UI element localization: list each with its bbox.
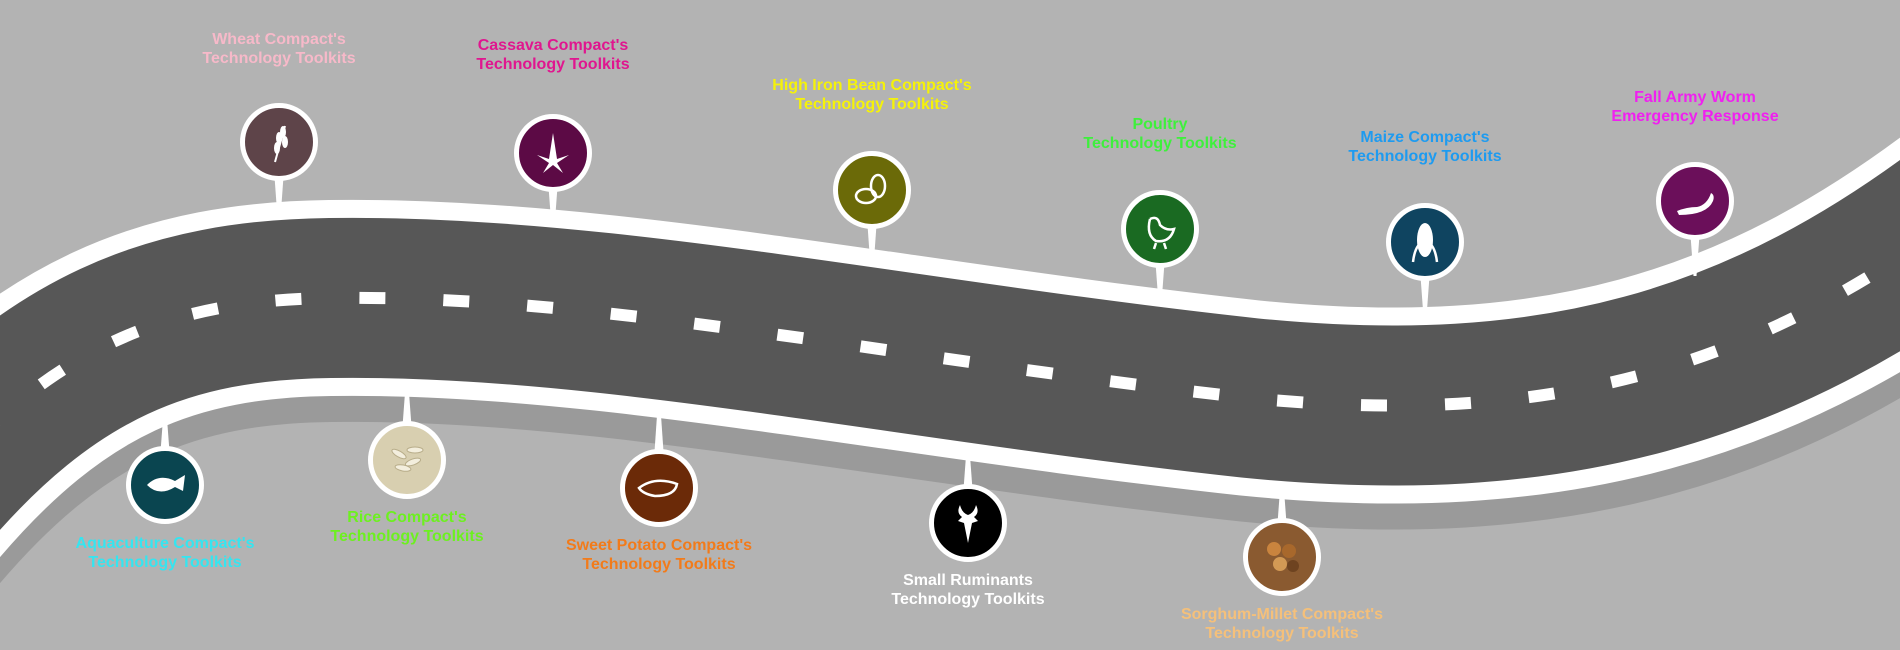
small-ruminants-circle[interactable] [929, 484, 1007, 562]
label-line1: Maize Compact's [1360, 129, 1490, 146]
label-line2: Technology Toolkits [476, 56, 630, 73]
chicken-icon [1147, 216, 1176, 250]
label-line2: Technology Toolkits [202, 50, 356, 67]
rice-circle[interactable] [368, 421, 446, 499]
sweet-potato-circle[interactable] [620, 449, 698, 527]
label-line1: Cassava Compact's [477, 37, 629, 54]
bean-icon [854, 173, 887, 205]
label-line1: Small Ruminants [903, 572, 1033, 589]
label-line2: Emergency Response [1611, 108, 1779, 125]
label-line2: Technology Toolkits [795, 96, 949, 113]
goat-icon [958, 505, 978, 543]
cassava-circle[interactable] [514, 114, 592, 192]
label-line1: High Iron Bean Compact's [772, 77, 972, 94]
label-line2: Technology Toolkits [891, 591, 1045, 608]
label-line1: Wheat Compact's [212, 31, 346, 48]
label-line1: Fall Army Worm [1634, 89, 1756, 106]
rice-grains-icon [391, 446, 424, 472]
label-line2: Technology Toolkits [1348, 148, 1502, 165]
label-line2: Technology Toolkits [1205, 625, 1359, 642]
label-line1: Aquaculture Compact's [75, 535, 255, 552]
label-line1: Sorghum-Millet Compact's [1180, 606, 1384, 623]
fish-icon [147, 475, 185, 492]
wheat-icon [274, 125, 288, 163]
label-line1: Poultry [1132, 116, 1188, 133]
sorghum-millet-circle[interactable] [1243, 518, 1321, 596]
sorghum-grains-icon [1267, 542, 1299, 572]
poultry-circle[interactable] [1121, 190, 1199, 268]
label-line2: Technology Toolkits [330, 528, 484, 545]
caterpillar-icon [1677, 193, 1714, 215]
maize-circle[interactable] [1386, 203, 1464, 281]
label-line1: Sweet Potato Compact's [565, 537, 753, 554]
label-line2: Technology Toolkits [582, 556, 736, 573]
wheat-circle[interactable] [240, 103, 318, 181]
aquaculture-circle[interactable] [126, 446, 204, 524]
sweet-potato-icon [637, 479, 679, 498]
label-line2: Technology Toolkits [88, 554, 242, 571]
label-line1: Rice Compact's [347, 509, 467, 526]
cassava-leaf-icon [537, 133, 569, 173]
corn-icon [1411, 223, 1439, 263]
label-line2: Technology Toolkits [1083, 135, 1237, 152]
fall-army-worm-circle[interactable] [1656, 162, 1734, 240]
high-iron-bean-circle[interactable] [833, 151, 911, 229]
road-surface [0, 159, 1900, 530]
